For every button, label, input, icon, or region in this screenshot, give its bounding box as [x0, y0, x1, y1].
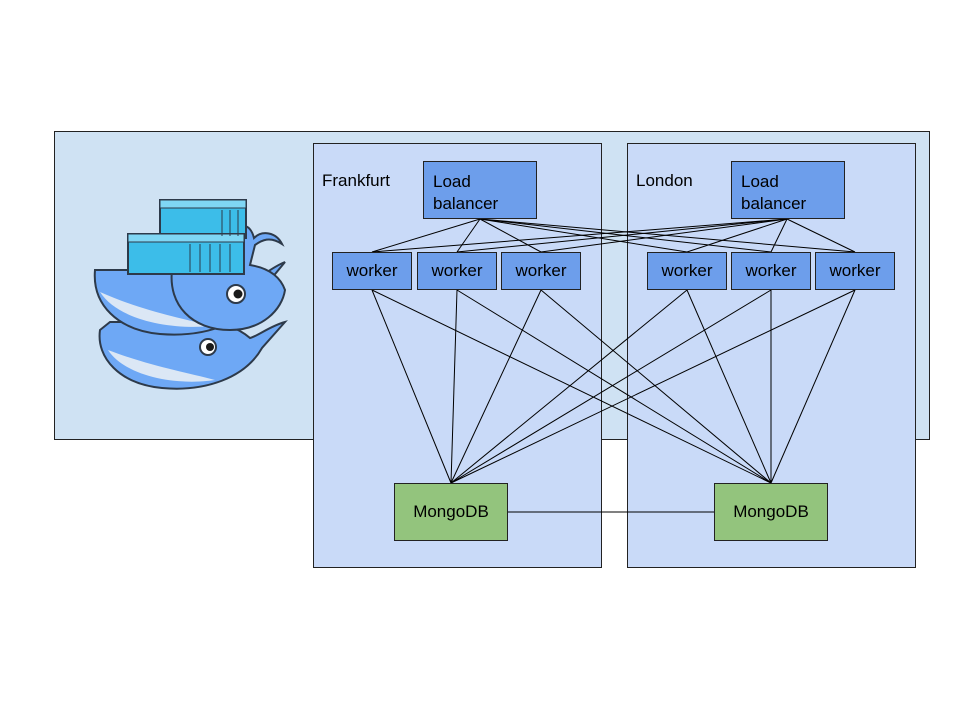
- worker-london-2: worker: [731, 252, 811, 290]
- edge-w1-db-london: [371, 289, 772, 484]
- edge-lb-frankfurt-w3: [479, 218, 542, 253]
- edge-w2-db-frankfurt: [450, 289, 458, 484]
- worker-frankfurt-1: worker: [332, 252, 412, 290]
- worker-frankfurt-3: worker: [501, 252, 581, 290]
- datacenter-label-frankfurt: Frankfurt: [322, 171, 391, 190]
- edge-w1-db-frankfurt: [371, 289, 452, 484]
- edge-w3-db-london: [540, 289, 772, 484]
- edge-lb-frankfurt-w2: [456, 218, 481, 253]
- edge-lb-london-w3: [540, 218, 788, 253]
- mongodb-frankfurt: MongoDB: [394, 483, 508, 541]
- edge-lb-london-w1: [371, 218, 788, 253]
- edge-w6-db-london: [770, 289, 856, 484]
- edge-w5-db-frankfurt: [450, 289, 772, 484]
- edge-w6-db-frankfurt: [450, 289, 856, 484]
- edge-w4-db-frankfurt: [450, 289, 688, 484]
- edge-lb-london-w5: [770, 218, 788, 253]
- edge-lb-london-w4: [686, 218, 788, 253]
- worker-london-1: worker: [647, 252, 727, 290]
- worker-frankfurt-2: worker: [417, 252, 497, 290]
- edge-w3-db-frankfurt: [450, 289, 542, 484]
- edge-lb-london-w6: [786, 218, 856, 253]
- edge-lb-london-w2: [456, 218, 788, 253]
- edge-lb-frankfurt-w1: [371, 218, 481, 253]
- edge-w2-db-london: [456, 289, 772, 484]
- worker-london-3: worker: [815, 252, 895, 290]
- load-balancer-london: Load balancer: [731, 161, 845, 219]
- edge-w4-db-london: [686, 289, 772, 484]
- load-balancer-frankfurt: Load balancer: [423, 161, 537, 219]
- mongodb-london: MongoDB: [714, 483, 828, 541]
- datacenter-label-london: London: [636, 171, 693, 190]
